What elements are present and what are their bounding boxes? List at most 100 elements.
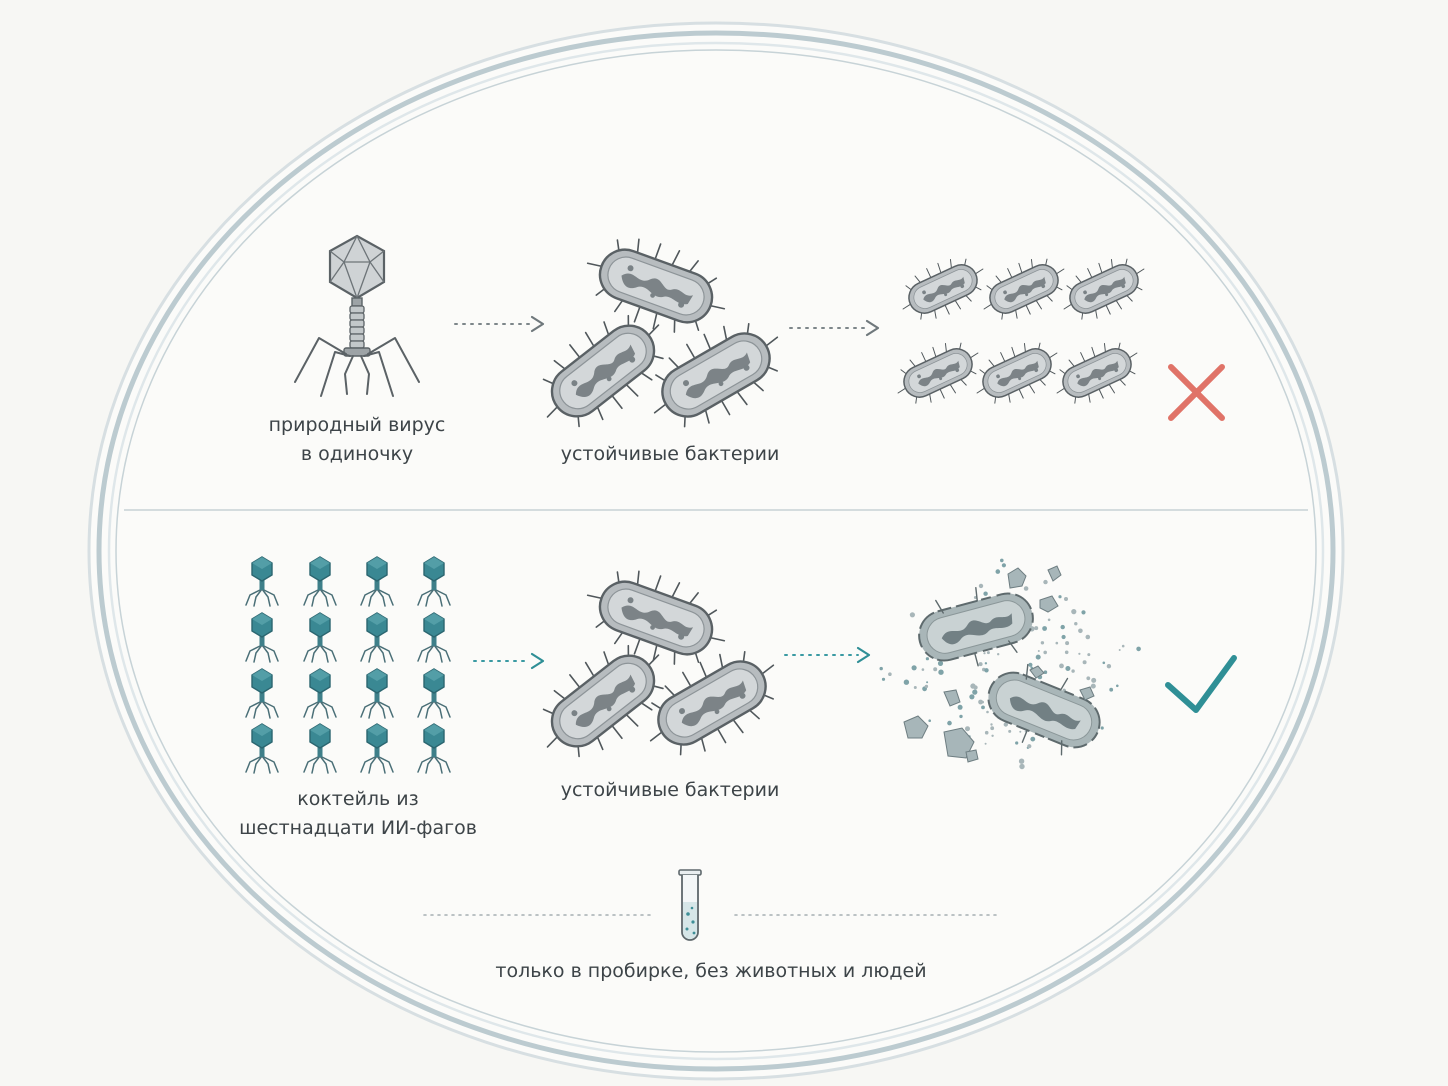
debris-speck bbox=[909, 612, 916, 618]
debris-speck bbox=[1086, 676, 1091, 681]
debris-speck bbox=[1059, 663, 1064, 669]
lysed-bacteria bbox=[879, 558, 1141, 770]
debris-speck bbox=[1008, 729, 1012, 733]
debris-speck bbox=[1061, 634, 1066, 640]
debris-speck bbox=[959, 714, 963, 719]
debris-speck bbox=[984, 662, 988, 665]
debris-speck bbox=[984, 730, 989, 735]
debris-speck bbox=[1109, 687, 1114, 692]
debris-speck bbox=[983, 591, 988, 596]
natural-virus-label: природный вирус в одиночку bbox=[268, 414, 446, 465]
debris-speck bbox=[1065, 666, 1071, 671]
arrow-top-1 bbox=[454, 315, 545, 333]
check-icon bbox=[1165, 655, 1237, 713]
debris-speck bbox=[1091, 677, 1097, 683]
debris-speck bbox=[1058, 595, 1062, 599]
debris-speck bbox=[1074, 622, 1078, 626]
debris-speck bbox=[990, 723, 993, 726]
debris-speck bbox=[1081, 610, 1086, 615]
resistant-bacteria-label-bottom: устойчивые бактерии bbox=[560, 779, 780, 801]
debris-speck bbox=[972, 689, 978, 695]
debris-speck bbox=[983, 652, 986, 655]
debris-speck bbox=[925, 657, 930, 661]
debris-speck bbox=[1028, 662, 1033, 667]
debris-speck bbox=[986, 651, 990, 655]
debris-speck bbox=[1019, 730, 1022, 733]
debris-speck bbox=[924, 684, 929, 689]
debris-speck bbox=[903, 679, 910, 685]
debris-speck bbox=[1082, 660, 1087, 665]
debris-speck bbox=[1043, 579, 1048, 585]
debris-speck bbox=[1047, 618, 1051, 622]
debris-speck bbox=[1027, 744, 1032, 749]
arrow-top-2 bbox=[789, 319, 880, 337]
debris-speck bbox=[1121, 644, 1125, 648]
debris-speck bbox=[1042, 626, 1047, 631]
debris-speck bbox=[1000, 558, 1004, 563]
debris-speck bbox=[1136, 646, 1141, 652]
debris-speck bbox=[1015, 741, 1019, 745]
debris-speck bbox=[990, 726, 995, 731]
debris-speck bbox=[1064, 597, 1068, 601]
test-tube-icon bbox=[678, 869, 702, 941]
debris-speck bbox=[986, 710, 989, 714]
debris-speck bbox=[926, 681, 929, 684]
debris-speck bbox=[997, 653, 1000, 656]
debris-speck bbox=[1060, 624, 1065, 630]
resistant-bacteria-label-top: устойчивые бактерии bbox=[560, 443, 780, 465]
debris-speck bbox=[978, 662, 983, 667]
natural-phage-icon bbox=[294, 234, 420, 397]
arrow-bottom-2 bbox=[784, 646, 871, 664]
debris-speck bbox=[1040, 641, 1045, 645]
debris-speck bbox=[1106, 664, 1112, 669]
debris-speck bbox=[1078, 652, 1081, 655]
debris-speck bbox=[1065, 641, 1070, 646]
debris-speck bbox=[938, 669, 944, 675]
debris-speck bbox=[957, 704, 963, 710]
debris-speck bbox=[978, 583, 984, 589]
debris-speck bbox=[991, 734, 994, 737]
debris-speck bbox=[1055, 641, 1059, 645]
debris-speck bbox=[933, 667, 938, 672]
debris-speck bbox=[978, 700, 983, 705]
debris-speck bbox=[1019, 763, 1025, 770]
debris-speck bbox=[921, 668, 925, 671]
debris-speck bbox=[1090, 683, 1096, 689]
debris-speck bbox=[1023, 586, 1029, 591]
cross-icon bbox=[1168, 364, 1225, 421]
debris-speck bbox=[1071, 609, 1077, 615]
debris-speck bbox=[1102, 661, 1106, 665]
footer-note: только в пробирке, без животных и людей bbox=[495, 960, 927, 982]
debris-speck bbox=[947, 720, 952, 726]
debris-speck bbox=[973, 685, 978, 690]
debris-speck bbox=[969, 694, 975, 700]
debris-speck bbox=[1078, 628, 1083, 634]
debris-speck bbox=[879, 666, 883, 671]
debris-speck bbox=[911, 665, 917, 671]
debris-speck bbox=[1064, 650, 1069, 655]
debris-speck bbox=[881, 677, 886, 681]
debris-speck bbox=[937, 660, 944, 667]
debris-speck bbox=[1116, 684, 1119, 688]
debris-speck bbox=[984, 742, 987, 745]
debris-speck bbox=[984, 668, 989, 673]
debris-speck bbox=[1071, 669, 1075, 673]
phage-cocktail-label: коктейль из шестнадцати ИИ-фагов bbox=[239, 788, 477, 839]
debris-speck bbox=[1035, 654, 1041, 660]
debris-speck bbox=[965, 726, 970, 732]
debris-speck bbox=[888, 672, 892, 676]
debris-speck bbox=[1030, 736, 1036, 742]
debris-speck bbox=[1001, 563, 1007, 568]
arrow-bottom-1 bbox=[473, 652, 545, 670]
debris-speck bbox=[1037, 650, 1040, 652]
debris-speck bbox=[1100, 726, 1104, 730]
petri-dish bbox=[87, 21, 1345, 1081]
debris-speck bbox=[995, 569, 1001, 574]
debris-speck bbox=[1034, 626, 1039, 631]
debris-speck bbox=[1018, 758, 1025, 764]
debris-speck bbox=[981, 705, 985, 710]
debris-speck bbox=[928, 719, 931, 722]
debris-speck bbox=[1043, 650, 1047, 655]
debris-speck bbox=[913, 686, 917, 689]
